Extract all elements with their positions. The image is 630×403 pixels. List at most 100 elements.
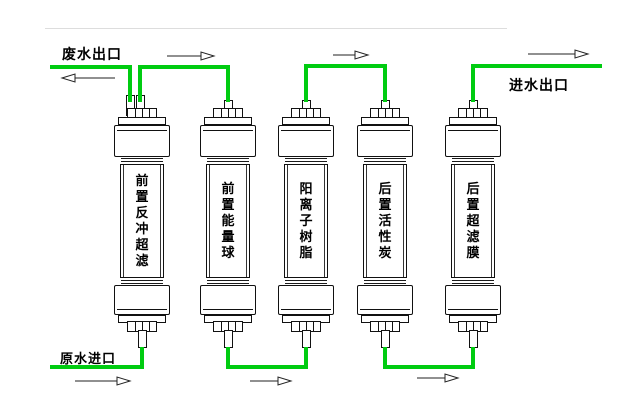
nut-facet-line (135, 109, 136, 118)
neck-ring (452, 283, 494, 284)
cap-seam-line (117, 130, 167, 131)
filter-label-char: 活 (378, 213, 392, 228)
filter-2: 前置能量球 (200, 95, 256, 348)
filter-body: 后置超滤膜 (451, 164, 495, 278)
filter-label-char: 后 (378, 181, 392, 196)
neck-ring (364, 158, 406, 159)
bottom-cap (445, 285, 501, 315)
water-outlet-label: 进水出口 (509, 77, 569, 93)
nut-facet-line (235, 109, 236, 118)
filter-1: 前置反冲超滤 (114, 95, 170, 348)
flow-arrow-bottom-2 (250, 376, 293, 386)
neck-ring (285, 161, 327, 162)
top-rim (449, 117, 497, 125)
bottom-cap (200, 285, 256, 315)
bottom-cap (114, 285, 170, 315)
nut-facet-line (480, 322, 481, 331)
nut-facet-line (149, 109, 150, 118)
top-rim (118, 117, 166, 125)
filter-label: 前置能量球 (207, 165, 249, 277)
filter-3: 阳离子树脂 (278, 95, 334, 348)
bottom-port (224, 330, 233, 348)
nut-facet-line (378, 322, 379, 331)
body-inner-wall (123, 165, 161, 277)
nut-facet-line (135, 322, 136, 331)
flow-arrow-top-3 (528, 49, 590, 59)
flow-arrow-top-1 (167, 51, 216, 61)
neck-ring (121, 161, 163, 162)
bottom-port (381, 330, 390, 348)
bottom-cap (278, 285, 334, 315)
nut-facet-line (473, 322, 474, 331)
nut-facet-line (466, 322, 467, 331)
top-cap (114, 125, 170, 157)
neck-ring (452, 280, 494, 281)
nut-facet-line (313, 109, 314, 118)
filter-label-char: 离 (299, 197, 313, 212)
neck-ring (207, 158, 249, 159)
filter-label-char: 超 (135, 237, 149, 252)
bottom-port (469, 330, 478, 348)
top-rim (361, 117, 409, 125)
flow-arrow-bottom-1 (75, 376, 132, 386)
body-inner-wall (287, 165, 325, 277)
filter-label-char: 超 (466, 213, 480, 228)
filter-body: 阳离子树脂 (284, 164, 328, 278)
nut-facet-line (235, 322, 236, 331)
neck-ring (364, 283, 406, 284)
neck-ring (364, 280, 406, 281)
filter-label-char: 滤 (135, 253, 149, 268)
nut-facet-line (306, 109, 307, 118)
filter-label-char: 冲 (135, 221, 149, 236)
filter-label-char: 性 (378, 229, 392, 244)
top-rim (282, 117, 330, 125)
top-rim (204, 117, 252, 125)
top-cap (200, 125, 256, 157)
filter-label-char: 膜 (466, 245, 480, 260)
filter-label-char: 反 (135, 205, 149, 220)
waste-water-outlet-label: 废水出口 (62, 46, 122, 62)
raw-water-inlet-label: 原水进口 (60, 351, 117, 366)
cap-seam-line (203, 309, 253, 310)
nut-facet-line (149, 322, 150, 331)
flow-arrow-bottom-3 (417, 373, 460, 383)
cap-seam-line (448, 130, 498, 131)
filter-label-char: 滤 (466, 229, 480, 244)
body-inner-wall (209, 165, 247, 277)
nut-facet-line (473, 109, 474, 118)
pipe-f2-f3 (226, 347, 308, 369)
filter-4: 后置活性炭 (357, 95, 413, 348)
nut-facet-line (306, 322, 307, 331)
cap-seam-line (281, 130, 331, 131)
flow-arrow-top-2 (333, 50, 370, 60)
body-inner-wall (366, 165, 404, 277)
top-cap (357, 125, 413, 157)
filter-label: 后置活性炭 (364, 165, 406, 277)
cap-seam-line (281, 309, 331, 310)
filter-label-char: 置 (135, 189, 149, 204)
filter-label-char: 置 (466, 197, 480, 212)
nut-facet-line (392, 322, 393, 331)
cap-seam-line (360, 309, 410, 310)
nut-facet-line (466, 109, 467, 118)
filter-label: 后置超滤膜 (452, 165, 494, 277)
nut-facet-line (313, 322, 314, 331)
filter-label-char: 前 (221, 181, 235, 196)
filter-label-char: 能 (221, 213, 235, 228)
nut-facet-line (392, 109, 393, 118)
nut-facet-line (228, 109, 229, 118)
filter-5: 后置超滤膜 (445, 95, 501, 348)
neck-ring (207, 280, 249, 281)
filter-label-char: 树 (299, 229, 313, 244)
neck-ring (121, 280, 163, 281)
filter-body: 后置活性炭 (363, 164, 407, 278)
neck-ring (207, 283, 249, 284)
body-inner-wall (454, 165, 492, 277)
bottom-port (302, 330, 311, 348)
filter-label-char: 子 (299, 213, 313, 228)
filter-label-char: 置 (221, 197, 235, 212)
filter-body: 前置反冲超滤 (120, 164, 164, 278)
filter-label-char: 后 (466, 181, 480, 196)
flow-arrow-waste (60, 73, 115, 83)
filter-label-char: 阳 (299, 181, 313, 196)
